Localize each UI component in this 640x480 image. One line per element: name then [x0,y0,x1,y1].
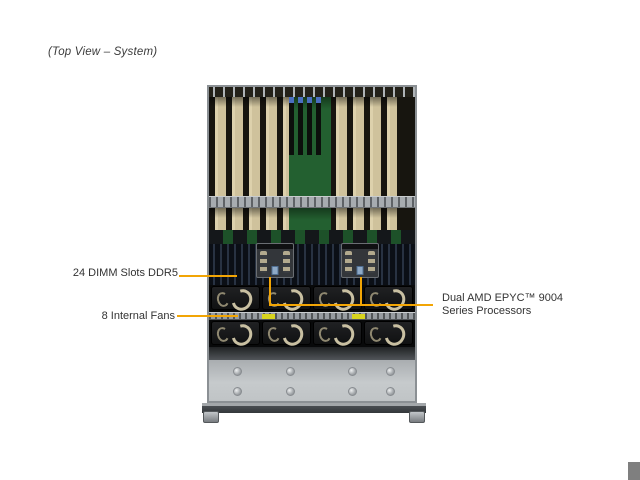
callout-processors-line2: Series Processors [442,305,532,317]
callout-processors: Dual AMD EPYC™ 9004 Series Processors [442,292,563,318]
leader-line-fans [177,315,238,317]
callout-internal-fans: 8 Internal Fans [101,310,175,322]
thumbscrew [386,367,395,376]
pcie-slots-left [210,97,289,196]
chassis-gap-right-lower [397,208,415,230]
fan-module [211,286,260,310]
fan-module [262,321,311,345]
thumbscrew [286,387,295,396]
chassis-bottom-rail [202,403,426,413]
fan-module [364,286,413,310]
dimm-slot-field [209,244,415,285]
cpu-heatsink-left [256,243,294,278]
thumbscrew [348,387,357,396]
chassis-midwall [209,347,415,360]
thumbscrew [348,367,357,376]
riser-slots [289,103,323,155]
fan-module [313,286,362,310]
thumbscrew [233,387,242,396]
fan-bracket-bar [209,312,415,320]
pcie-slots-right [331,97,397,196]
riser-board-center [289,97,331,196]
service-label-yellow [352,314,365,319]
thumbscrew [233,367,242,376]
fan-module [313,321,362,345]
scrollbar-resize-grip[interactable] [628,462,640,480]
cpu-retention-chip [356,266,364,275]
leader-line-processors [269,304,433,306]
riser-connector-pins [289,97,323,103]
callout-dimm-slots: 24 DIMM Slots DDR5 [72,267,178,279]
leader-line-dimm [179,275,237,277]
fan-module [211,321,260,345]
chassis-gap-right [397,97,415,196]
internal-fan-bay [209,285,415,347]
chassis-foot-left [203,411,219,423]
front-panel [209,360,415,401]
fan-module [364,321,413,345]
riser-board-center-lower [289,208,331,230]
cpu-retention-chip [271,266,279,275]
cpu-heatsink-right [341,243,379,278]
pcie-slots-left-lower [210,208,289,230]
figure-caption: (Top View – System) [48,46,158,58]
leader-line-processor-right [360,277,362,306]
service-label-yellow [262,314,275,319]
motherboard-connector-strip [209,230,415,244]
pcie-slots-right-lower [331,208,397,230]
thumbscrew [386,387,395,396]
support-crossbar [209,196,415,208]
leader-line-processor-left [269,277,271,306]
chassis-foot-right [409,411,425,423]
callout-processors-line1: Dual AMD EPYC™ 9004 [442,292,564,304]
server-top-view [202,85,426,423]
chassis-top-screw-rail [209,87,415,97]
thumbscrew [286,367,295,376]
